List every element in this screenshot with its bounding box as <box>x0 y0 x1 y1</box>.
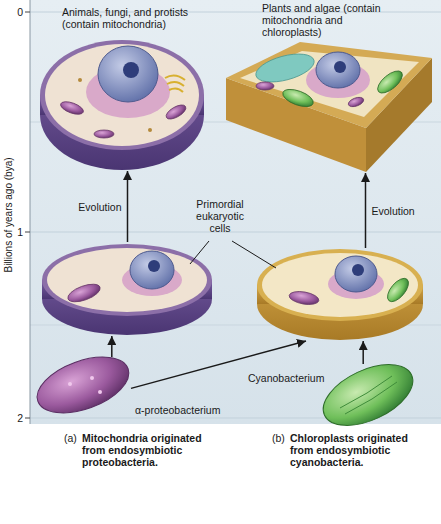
axis-title: Billions of years ago (bya) <box>3 130 15 300</box>
thylakoid <box>340 376 397 414</box>
engulfed-bacterium <box>66 281 103 306</box>
plant-cell: Plants and algae (contain mitochondria a… <box>225 42 433 173</box>
tick-label: 2 <box>13 412 23 424</box>
mitochondrion <box>256 82 274 90</box>
nucleolus <box>352 264 364 276</box>
nucleus <box>98 46 158 102</box>
cell-membrane <box>40 40 204 150</box>
time-panel <box>30 0 441 424</box>
mitochondrion <box>94 130 114 138</box>
proteobacterium <box>30 346 137 424</box>
primordial-cell <box>40 242 215 336</box>
vesicle <box>148 128 152 132</box>
arrow-label: Evolution <box>372 205 415 217</box>
engulfed-bacterium <box>384 275 413 305</box>
grid-line <box>30 232 441 233</box>
chloroplast <box>374 67 406 97</box>
mitochondrion <box>164 102 188 122</box>
proteobacterium: α-proteobacterium <box>35 357 131 414</box>
cell-membrane <box>42 244 212 316</box>
texture-dot <box>90 376 94 380</box>
cell-wall <box>226 42 432 128</box>
leader-line <box>190 241 209 264</box>
golgi <box>165 75 185 92</box>
nucleolus <box>123 62 139 78</box>
nucleus <box>316 52 360 88</box>
mitochondrion <box>347 96 365 109</box>
tick-label: 1 <box>13 226 23 238</box>
vesicle <box>78 78 82 82</box>
chloroplast <box>281 86 316 110</box>
axis-tick <box>25 232 30 233</box>
animal-cell: Animals, fungi, and protists (contain mi… <box>40 40 205 171</box>
node-label: Plants and algae (contain mitochondria a… <box>262 2 392 38</box>
arrow <box>365 173 367 248</box>
nucleus <box>130 251 174 289</box>
arrow-label: Evolution <box>78 201 121 213</box>
nucleolus <box>334 61 346 73</box>
callout-label: Primordial eukaryotic cells <box>189 198 251 234</box>
nucleolus <box>148 260 160 272</box>
node-label: Cyanobacterium <box>248 372 324 384</box>
caption: Mitochondria originated from endosymbiot… <box>82 432 224 468</box>
panel-letter: (b) <box>272 432 290 444</box>
node-label: Animals, fungi, and protists (contain mi… <box>62 6 197 30</box>
arrow <box>127 171 129 242</box>
tick-label: 0 <box>13 6 23 18</box>
mitochondrion <box>59 99 85 117</box>
cytoplasm <box>47 248 207 312</box>
axis-line <box>30 0 31 424</box>
cytoplasm <box>45 44 199 146</box>
axis-tick <box>25 12 30 13</box>
cyanobacterium: Cyanobacterium <box>320 364 416 426</box>
engulfed-bacterium <box>288 289 320 306</box>
axis-tick <box>25 418 30 419</box>
arrow <box>111 336 113 357</box>
cell-membrane <box>257 249 423 321</box>
texture-dot <box>98 390 102 394</box>
cyanobacterium <box>314 352 422 438</box>
cytoplasm <box>240 51 419 117</box>
panel-letter: (a) <box>64 432 82 444</box>
caption: Chloroplasts originated from endosymbiot… <box>290 432 432 468</box>
cytoplasm <box>262 253 418 317</box>
primordial-cell <box>255 248 425 341</box>
node-label: α-proteobacterium <box>135 404 220 416</box>
arrow <box>362 341 364 364</box>
leader-line <box>232 241 276 268</box>
nucleus <box>335 256 377 292</box>
texture-dot <box>68 382 72 386</box>
